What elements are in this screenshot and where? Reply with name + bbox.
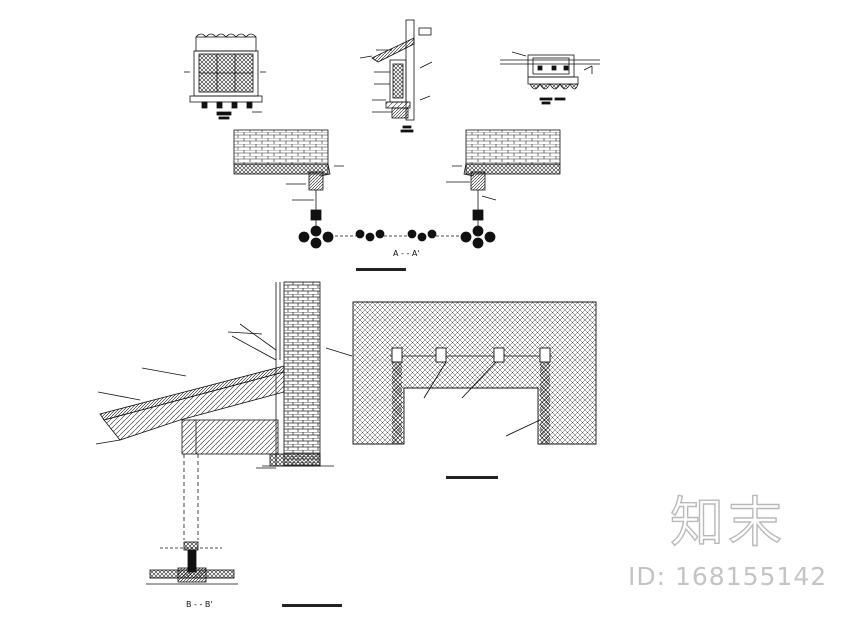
- window-head-detail: [500, 51, 600, 105]
- window-section-detail: [359, 19, 433, 133]
- hatched-plan-detail: [325, 301, 597, 445]
- window-elevation-detail: [184, 33, 266, 120]
- plan-caption: [446, 476, 498, 479]
- watermark-id: ID: 168155142: [628, 562, 828, 591]
- section-b-b-label: B - - B': [186, 600, 213, 609]
- section-a-a-label: A - - A': [393, 249, 420, 258]
- section-b-b-detail: [146, 541, 238, 585]
- eave-wall-section-detail: [95, 281, 334, 540]
- section-a-a-detail: [233, 129, 561, 249]
- section-a-a-caption: [356, 268, 406, 271]
- watermark-logo: 知末: [669, 490, 786, 554]
- section-b-b-caption: [282, 604, 342, 607]
